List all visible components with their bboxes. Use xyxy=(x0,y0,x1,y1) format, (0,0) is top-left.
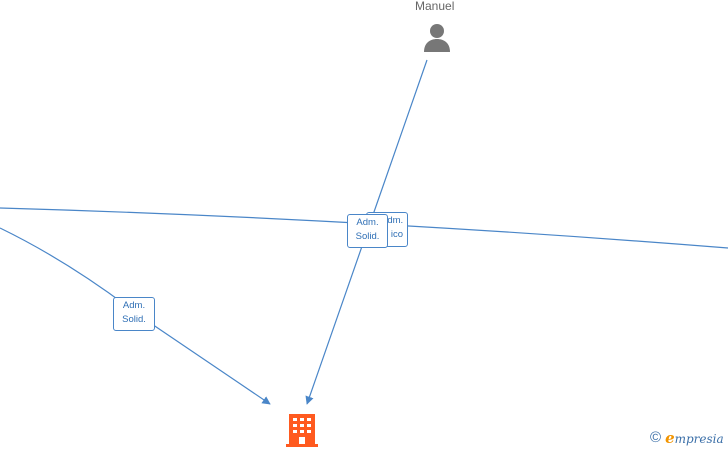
company-building-icon[interactable] xyxy=(285,412,319,448)
person-icon[interactable] xyxy=(422,22,452,52)
edge-label-adm-solid[interactable]: Adm. Solid. xyxy=(347,214,388,248)
copyright-icon: © xyxy=(650,429,662,446)
edge-label-line1: Adm. xyxy=(356,217,379,228)
copyright-watermark: © empresia xyxy=(650,429,724,447)
brand-logo-text: mpresia xyxy=(674,431,724,446)
person-node-label[interactable]: Manuel xyxy=(415,0,455,13)
edge-label-adm-solid[interactable]: Adm. Solid. xyxy=(113,297,155,331)
edge-label-role-line2: ico xyxy=(390,229,403,240)
brand-logo[interactable]: empresia xyxy=(665,429,724,448)
edge-label-line2: Solid. xyxy=(122,314,146,325)
edge-label-line1: Adm. xyxy=(122,300,146,311)
brand-logo-initial: e xyxy=(665,428,675,447)
edge-label-role-line1: Adm. xyxy=(381,215,404,226)
edge-label-line2: Solid. xyxy=(355,231,380,242)
